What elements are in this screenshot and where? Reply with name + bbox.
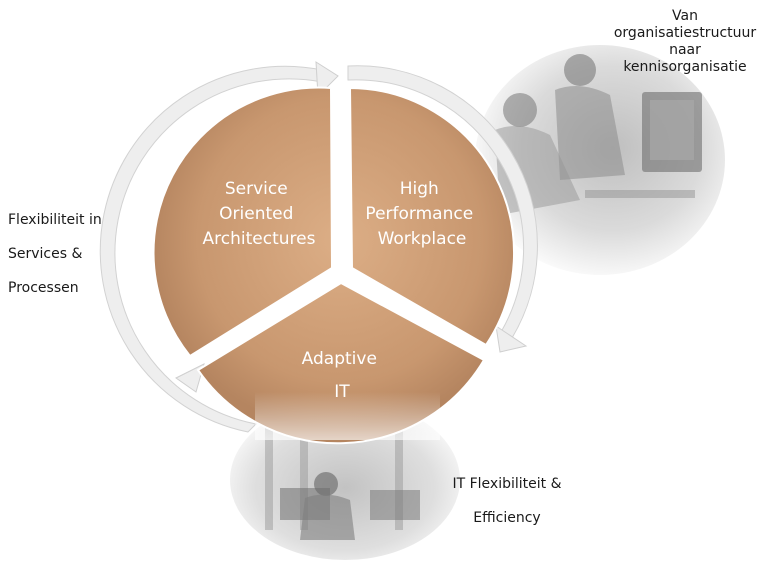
segment-ait-label: Adaptive IT [302,349,383,402]
cycle-arrows [99,61,538,433]
segment-hpw-label: High Performance Workplace [365,179,478,249]
caption-line: kennisorganisatie [623,59,747,75]
caption-line: Processen [8,280,79,296]
arrowhead-right-icon [495,324,528,353]
caption-flexibility-services: Flexibiliteit in Services & Processen [8,195,138,314]
caption-line: naar [669,42,701,58]
caption-line: Efficiency [473,510,541,526]
segment-soa [152,86,334,358]
office-photo-top-right [475,45,725,275]
caption-line: Flexibiliteit in [8,212,102,228]
segment-soa-label: Service Oriented Architectures [203,179,316,249]
caption-line: organisatiestructuur [613,25,757,41]
caption-line: Services & [8,246,83,262]
caption-line: Van [672,8,698,24]
caption-line: IT Flexibiliteit & [452,476,562,492]
pie-segments [152,86,515,445]
caption-organisation: Van organisatiestructuur naar kennisorga… [588,8,782,76]
segment-hpw [348,86,515,347]
arrowhead-bottom-left-icon [175,363,205,393]
caption-it-flexibility: IT Flexibiliteit & Efficiency [432,459,582,544]
